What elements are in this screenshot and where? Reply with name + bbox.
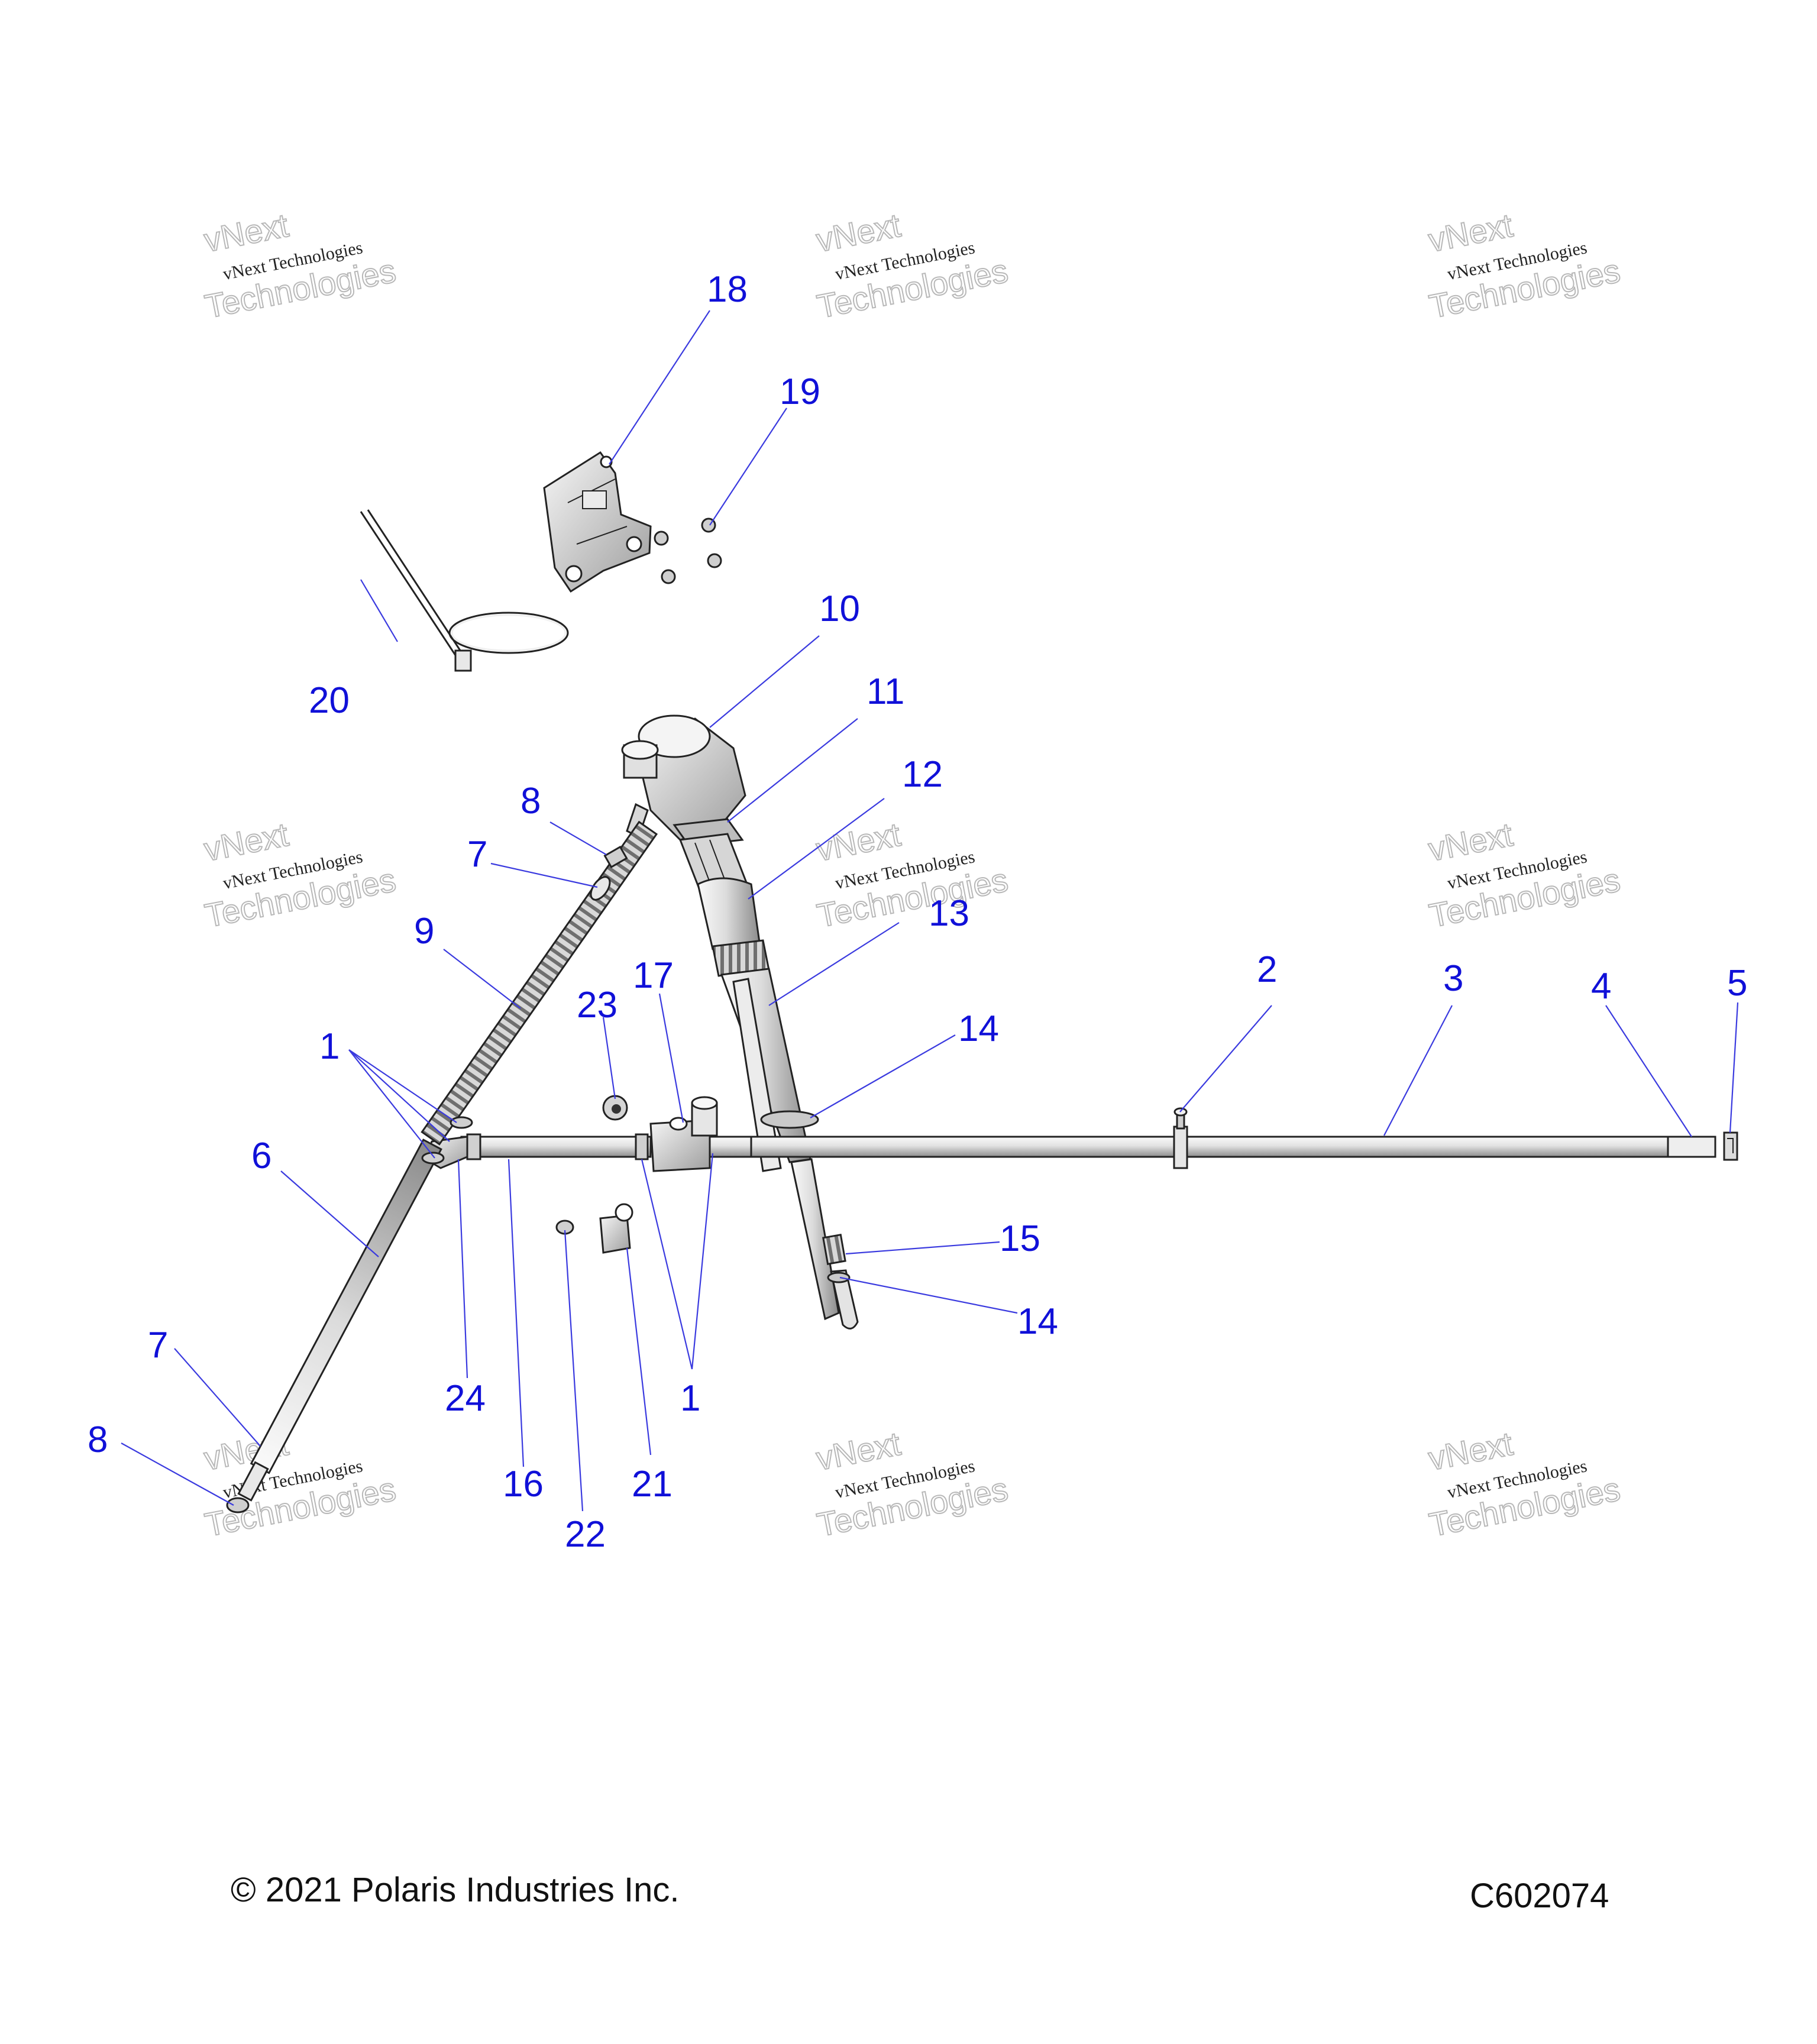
callout-24: 24: [445, 1378, 486, 1419]
part-clamp-y-junction: [421, 1116, 473, 1165]
svg-text:vNext: vNext: [201, 816, 292, 868]
part-short-tube: [460, 1133, 652, 1160]
part-main-tube: [744, 1131, 1738, 1161]
callout-12: 12: [902, 754, 943, 795]
part-hose-end-top: [590, 876, 611, 901]
callout-1-right: 1: [680, 1378, 700, 1419]
watermark-middle-center: vNext vNext Technologies Technologies: [813, 815, 1011, 935]
callout-11: 11: [867, 671, 904, 712]
callout-7-bottom: 7: [148, 1325, 168, 1366]
callout-labels: 18 19 20 10 11 12 13 14 15 14 2 3 4 5 8 …: [88, 269, 1747, 1555]
callout-20: 20: [309, 680, 350, 721]
diagram-code: C602074: [1470, 1877, 1609, 1915]
watermark-bottom-center: vNext vNext Technologies Technologies: [813, 1424, 1011, 1544]
leader-lines: [121, 310, 1739, 1512]
callout-23: 23: [577, 985, 617, 1026]
callout-4: 4: [1591, 966, 1611, 1007]
svg-text:vNext: vNext: [1425, 1425, 1516, 1477]
part-corrugated-hose: [421, 820, 658, 1146]
callout-8-bottom: 8: [88, 1419, 108, 1460]
callout-6: 6: [251, 1136, 271, 1176]
part-grommet: [602, 1095, 628, 1121]
part-tube-clip: [1173, 1107, 1188, 1169]
part-tee-fitting: [649, 1096, 752, 1172]
callout-9: 9: [414, 911, 434, 952]
watermark-bottom-right: vNext vNext Technologies Technologies: [1425, 1424, 1624, 1544]
svg-text:vNext: vNext: [1425, 206, 1516, 259]
part-hose-clamps: [760, 1110, 851, 1283]
callout-18: 18: [707, 269, 748, 310]
callout-10: 10: [819, 588, 860, 629]
part-screws: [654, 518, 722, 584]
watermark-middle-right: vNext vNext Technologies Technologies: [1425, 815, 1624, 935]
part-diagonal-tube: [237, 1139, 442, 1502]
svg-text:vNext: vNext: [813, 816, 904, 868]
watermark-top-center: vNext vNext Technologies Technologies: [813, 206, 1011, 326]
callout-2: 2: [1257, 949, 1277, 990]
callout-19: 19: [780, 371, 820, 412]
svg-text:vNext: vNext: [1425, 816, 1516, 868]
svg-text:vNext: vNext: [201, 206, 292, 259]
part-fitting-bottom: [226, 1497, 250, 1513]
callout-21: 21: [632, 1464, 673, 1505]
callout-3: 3: [1443, 958, 1463, 999]
callout-7-top: 7: [467, 834, 487, 875]
svg-text:vNext: vNext: [813, 1425, 904, 1477]
callout-14-lower: 14: [1017, 1301, 1058, 1342]
callout-13: 13: [929, 893, 969, 934]
callout-8-top: 8: [520, 781, 541, 822]
part-mounting-bracket: [543, 451, 652, 593]
part-fitting-top: [603, 845, 628, 869]
part-bracket-clip: [599, 1203, 633, 1254]
callout-14-upper: 14: [958, 1008, 999, 1049]
copyright-text: © 2021 Polaris Industries Inc.: [231, 1871, 679, 1909]
part-cable-tie: [360, 509, 569, 672]
callout-1-left: 1: [319, 1026, 340, 1067]
part-pump-hose: [678, 833, 859, 1330]
callout-16: 16: [503, 1464, 544, 1505]
callout-17: 17: [633, 955, 674, 996]
callout-22: 22: [565, 1514, 606, 1555]
watermark-top-right: vNext vNext Technologies Technologies: [1425, 206, 1624, 326]
watermark-middle-left: vNext vNext Technologies Technologies: [201, 815, 399, 935]
watermark-top-left: vNext vNext Technologies Technologies: [201, 206, 399, 326]
svg-text:vNext: vNext: [813, 206, 904, 259]
callout-5: 5: [1727, 963, 1747, 1004]
callout-15: 15: [1000, 1218, 1040, 1259]
